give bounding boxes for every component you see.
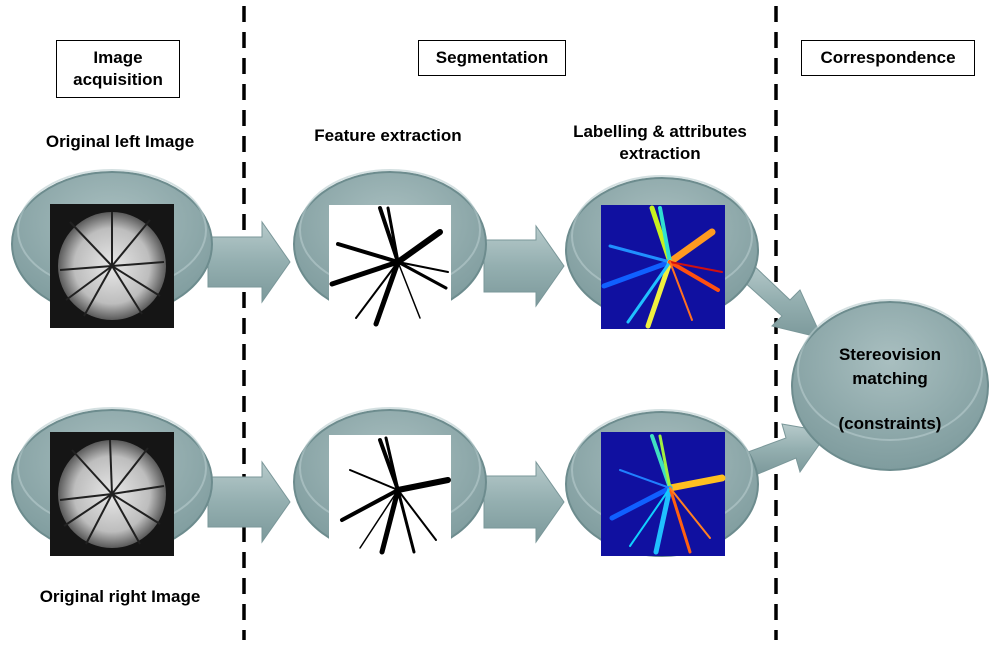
labelled-image-top	[601, 205, 725, 329]
stage-segmentation: Segmentation	[418, 40, 566, 76]
fisheye-image-right	[50, 432, 174, 556]
label-original-right: Original right Image	[39, 587, 201, 606]
arrow-feature-to-label-bottom	[483, 460, 565, 544]
label-original-left: Original left Image	[45, 132, 195, 151]
result-stereovision-matching: Stereovision matching	[838, 345, 942, 388]
label-feature-extraction: Feature extraction	[314, 126, 462, 145]
arrow-feature-to-label-top	[483, 224, 565, 308]
feature-image-top	[329, 205, 451, 327]
arrow-left-to-feature-bottom	[207, 460, 291, 544]
feature-image-bottom	[329, 435, 451, 557]
stage-image-acquisition: Image acquisition	[56, 40, 180, 98]
disk-result	[791, 299, 989, 471]
fisheye-image-left	[50, 204, 174, 328]
stage-correspondence: Correspondence	[801, 40, 975, 76]
label-labelling-extraction: Labelling & attributes extraction	[573, 122, 747, 163]
arrow-top-to-result	[741, 261, 823, 339]
labelled-image-bottom	[601, 432, 726, 556]
result-constraints: (constraints)	[838, 414, 942, 433]
arrow-left-to-feature-top	[207, 220, 291, 304]
arrow-bottom-to-result	[747, 423, 829, 475]
